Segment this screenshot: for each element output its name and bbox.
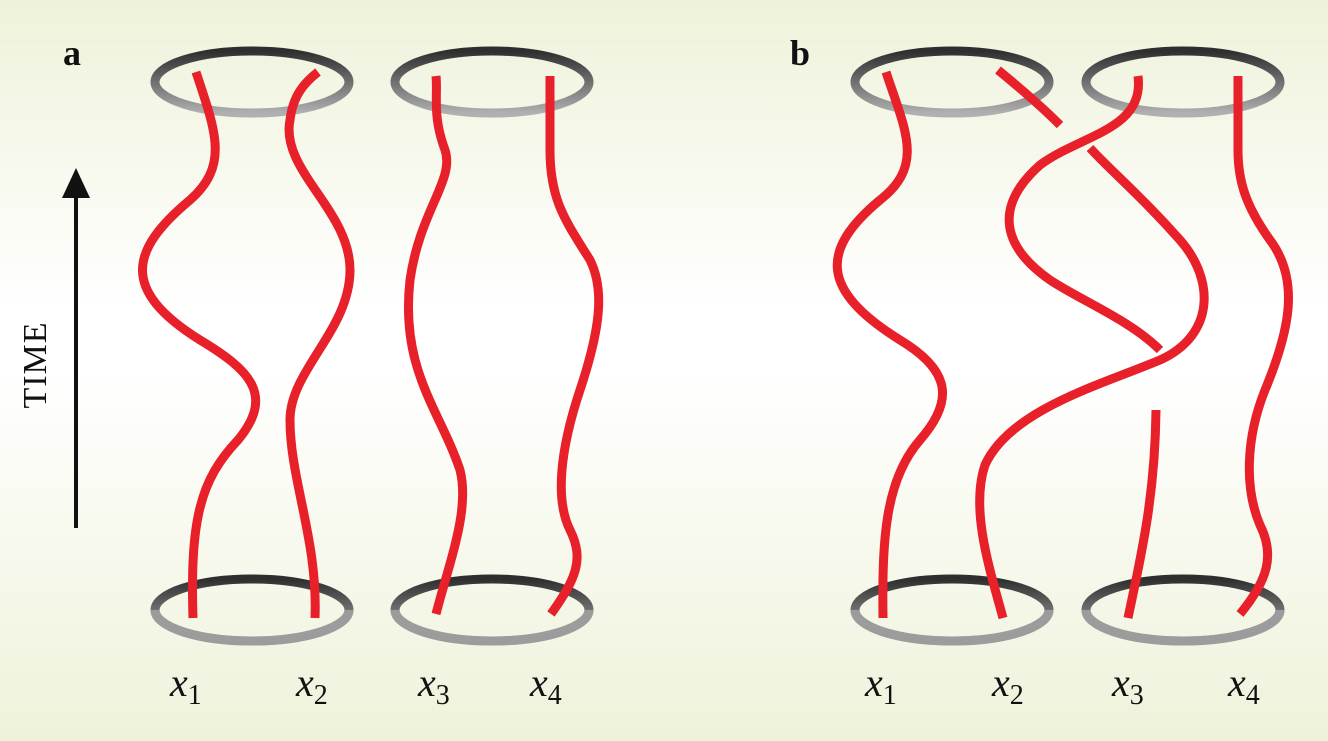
panel-label-a: a xyxy=(63,33,81,73)
time-label: TIME xyxy=(17,321,54,408)
strand-b-3-upper xyxy=(1004,75,1164,354)
ring-b-bottom-right-front xyxy=(1081,609,1285,646)
time-axis: TIME xyxy=(17,168,90,528)
strand-b-2-top xyxy=(995,66,1064,129)
label-a-x3: x3 xyxy=(417,660,450,711)
ring-a-top-left xyxy=(150,46,354,118)
time-arrow-head xyxy=(62,168,90,198)
ring-b-bottom-left-front xyxy=(850,609,1054,646)
strand-a-4 xyxy=(545,76,604,617)
strand-a-3 xyxy=(404,75,468,616)
ring-a-bottom-left-front xyxy=(150,609,354,646)
label-a-x2: x2 xyxy=(295,660,328,711)
label-b-x2: x2 xyxy=(991,660,1024,711)
panel-label-b: b xyxy=(790,33,810,73)
strand-a-1 xyxy=(138,70,261,619)
label-b-x3: x3 xyxy=(1111,660,1144,711)
strand-a-2 xyxy=(284,68,355,619)
strand-b-2 xyxy=(975,144,1209,620)
label-a-x1: x1 xyxy=(169,660,202,711)
strand-b-3-lower xyxy=(1123,409,1161,619)
ring-b-top-right xyxy=(1081,46,1285,118)
position-labels-a: x1 x2 x3 x4 xyxy=(169,660,562,711)
panel-b xyxy=(832,46,1293,646)
ring-a-bottom-right-front xyxy=(390,609,594,646)
strand-b-4 xyxy=(1233,76,1293,617)
position-labels-b: x1 x2 x3 x4 xyxy=(864,660,1260,711)
panel-a xyxy=(138,46,604,646)
ring-a-top-right xyxy=(390,46,594,118)
label-a-x4: x4 xyxy=(529,660,562,711)
label-b-x4: x4 xyxy=(1227,660,1260,711)
strand-b-1 xyxy=(832,70,948,619)
ring-b-top-left xyxy=(850,46,1054,118)
label-b-x1: x1 xyxy=(864,660,897,711)
